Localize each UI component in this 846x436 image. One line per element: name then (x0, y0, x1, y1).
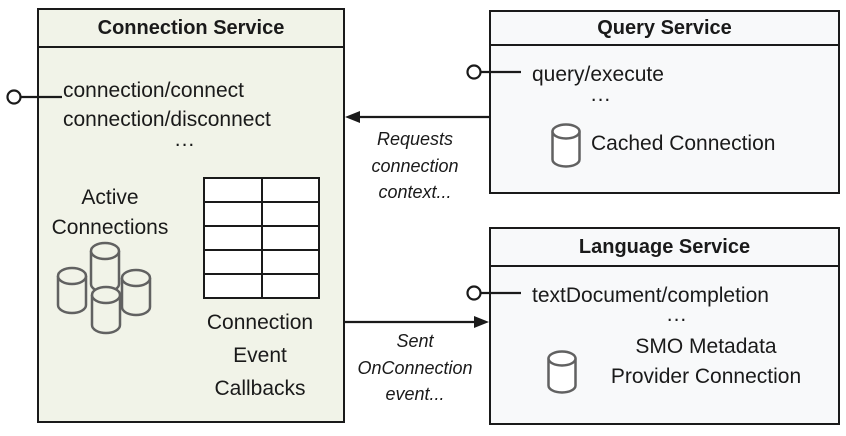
database-cylinder-icon (551, 123, 581, 168)
table-cell (262, 227, 318, 249)
connection-service-methods: connection/connect connection/disconnect (63, 76, 271, 134)
query-methods-ellipsis: ... (590, 83, 612, 106)
connection-service-box: Connection Service connection/connect co… (37, 8, 345, 423)
sent-onconnection-event-label: Sent OnConnection event... (340, 328, 490, 408)
active-label-line2: Connections (51, 216, 169, 239)
sent-label-line2: OnConnection (357, 357, 473, 378)
language-service-title: Language Service (578, 235, 751, 258)
table-cell (262, 203, 318, 225)
provider-label-line1: SMO Metadata (635, 335, 777, 358)
method-textdocument-completion: textDocument/completion (532, 284, 769, 307)
smo-metadata-provider-label: SMO Metadata Provider Connection (601, 332, 811, 392)
requests-connection-context-label: Requests connection context... (340, 126, 490, 206)
table-cell (262, 179, 318, 201)
connection-event-callbacks-label: Connection Event Callbacks (185, 306, 335, 405)
table-cell (205, 275, 261, 297)
table-cell (205, 227, 261, 249)
query-service-title: Query Service (597, 16, 732, 39)
table-cell (205, 203, 261, 225)
grid-table-icon (203, 177, 320, 299)
cached-connection-label: Cached Connection (591, 132, 776, 155)
table-cell (205, 251, 261, 273)
sent-label-line1: Sent (396, 331, 434, 351)
method-query-execute: query/execute (532, 63, 664, 86)
connection-service-title: Connection Service (97, 16, 285, 39)
arrow-right-icon (345, 316, 489, 328)
method-connection-disconnect: connection/disconnect (63, 108, 271, 131)
connection-service-header: Connection Service (39, 10, 343, 48)
connection-methods-ellipsis: ... (174, 128, 196, 151)
database-cylinder-icon (547, 350, 577, 394)
language-methods-ellipsis: ... (666, 303, 688, 326)
requests-label-line1: Requests (376, 129, 454, 149)
arrow-left-icon (345, 111, 489, 123)
callbacks-label-line2: Event (233, 344, 287, 367)
table-cell (205, 179, 261, 201)
query-service-box: Query Service query/execute ... Cached C… (489, 10, 840, 194)
language-service-header: Language Service (491, 229, 838, 267)
callbacks-label-line1: Connection (206, 311, 314, 334)
callbacks-label-line3: Callbacks (214, 377, 306, 400)
table-cell (262, 251, 318, 273)
method-connection-connect: connection/connect (63, 79, 244, 102)
active-connections-label: Active Connections (40, 183, 180, 243)
requests-label-line3: context... (378, 182, 452, 202)
active-label-line1: Active (81, 186, 139, 209)
requests-label-line2: connection (371, 155, 459, 176)
database-cluster-icon (56, 241, 152, 335)
query-service-header: Query Service (491, 12, 838, 46)
sent-label-line3: event... (385, 384, 445, 404)
provider-label-line2: Provider Connection (610, 365, 802, 388)
language-service-box: Language Service textDocument/completion… (489, 227, 840, 425)
table-cell (262, 275, 318, 297)
